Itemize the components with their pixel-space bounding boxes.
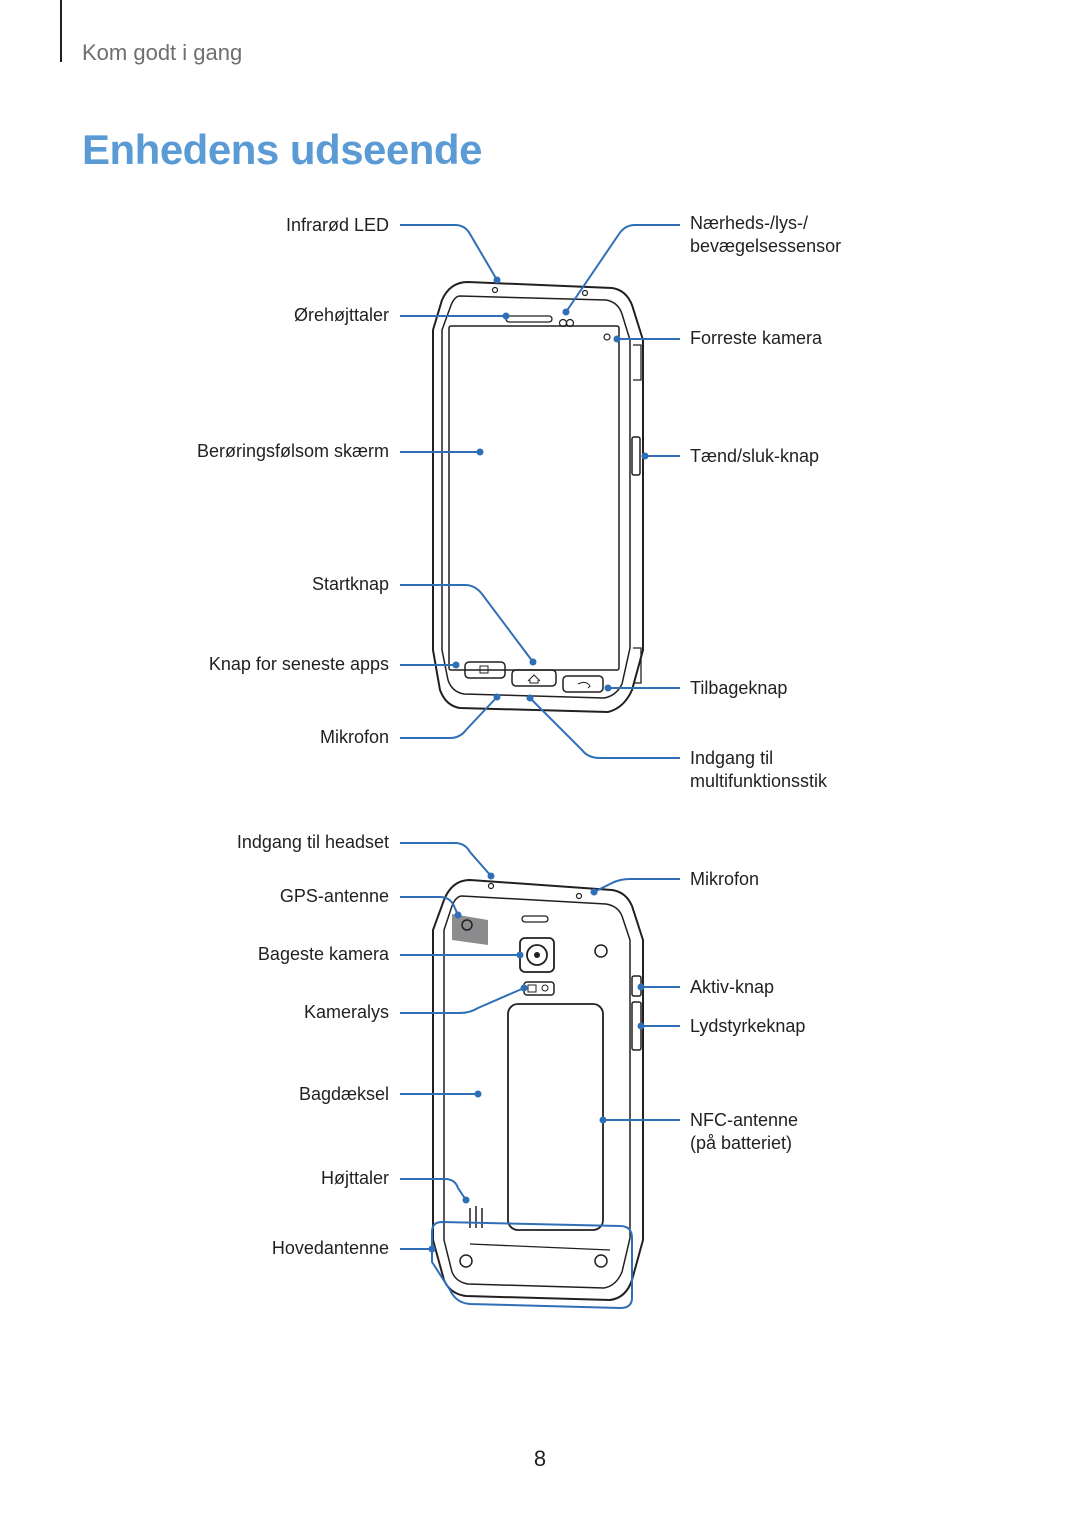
power-key-shape [631, 436, 641, 476]
front-callout-dots [452, 276, 649, 702]
label-back-key: Tilbageknap [690, 678, 788, 698]
page-number: 8 [533, 1446, 547, 1471]
main-antenna-highlight [431, 1220, 633, 1310]
label-active-key: Aktiv-knap [690, 977, 775, 997]
label-main-antenna: Hovedantenne [271, 1238, 389, 1258]
label-home-key: Startknap [311, 574, 389, 594]
label-volume-key: Lydstyrkeknap [690, 1016, 806, 1036]
front-screen [448, 325, 620, 671]
label-microphone-back: Mikrofon [690, 869, 760, 889]
front-bezel [441, 295, 631, 699]
page-title: Enhedens udseende [82, 126, 482, 173]
label-touchscreen: Berøringsfølsom skærm [196, 441, 389, 461]
chapter-heading: Kom godt i gang [82, 40, 243, 65]
label-proximity-sensor: Nærheds-/lys-/ bevægelsessensor [690, 213, 842, 256]
label-speaker: Højttaler [320, 1168, 389, 1188]
nfc-battery-area [507, 1003, 604, 1231]
label-microphone-front: Mikrofon [319, 727, 389, 747]
front-camera-icon [603, 333, 611, 341]
back-view-phone [432, 878, 644, 1302]
rear-camera-icon [526, 944, 548, 966]
back-body-outline [432, 878, 644, 1302]
home-key-shape [511, 669, 557, 687]
back-callout-dots [428, 872, 645, 1253]
front-callout-lines [400, 224, 680, 759]
label-nfc-antenna: NFC-antenne (på batteriet) [690, 1110, 799, 1153]
screw-icon [459, 1254, 473, 1268]
label-power-key: Tænd/sluk-knap [690, 446, 820, 466]
back-callout-lines [400, 842, 680, 1250]
label-front-camera: Forreste kamera [690, 328, 823, 348]
label-infrared-led: Infrarød LED [285, 215, 389, 235]
ir-led-icon [491, 286, 499, 294]
label-back-cover: Bagdæksel [298, 1084, 389, 1104]
label-multipurpose-jack: Indgang til multifunktionsstik [690, 748, 828, 791]
label-rear-camera: Bageste kamera [257, 944, 389, 964]
screw-icon [594, 1254, 608, 1268]
front-body-outline [432, 280, 644, 714]
earpiece-grille [505, 315, 553, 323]
label-flash: Kameralys [303, 1002, 389, 1022]
label-headset-jack: Indgang til headset [236, 832, 389, 852]
speaker-grille [469, 1206, 483, 1228]
front-view-phone [432, 280, 644, 714]
label-gps-antenna: GPS-antenne [279, 886, 389, 906]
back-key-shape [562, 675, 604, 693]
label-recent-apps-key: Knap for seneste apps [208, 654, 389, 674]
recent-apps-key-shape [464, 661, 506, 679]
label-earpiece: Ørehøjttaler [293, 305, 389, 325]
chapter-rule [60, 0, 62, 62]
screw-icon [594, 944, 608, 958]
